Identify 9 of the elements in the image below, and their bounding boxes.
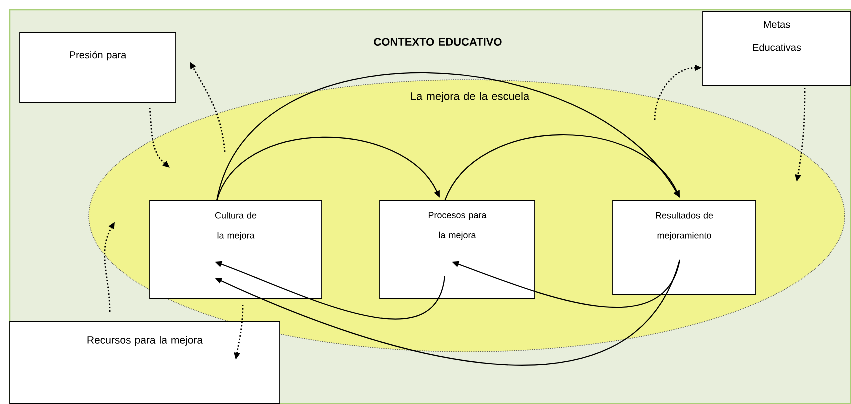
- process-box: Recursos para la mejora: [10, 322, 280, 404]
- process-box: Procesos para la mejora: [380, 200, 536, 300]
- arrow: [216, 72, 680, 202]
- arrow: [444, 134, 680, 202]
- process-box: Presión para: [20, 32, 176, 104]
- process-box: Cultura de la mejora: [150, 200, 322, 300]
- arrow: [216, 136, 440, 202]
- process-box: Resultados de mejoramiento: [612, 200, 756, 296]
- process-box: Metas Educativas: [702, 12, 851, 86]
